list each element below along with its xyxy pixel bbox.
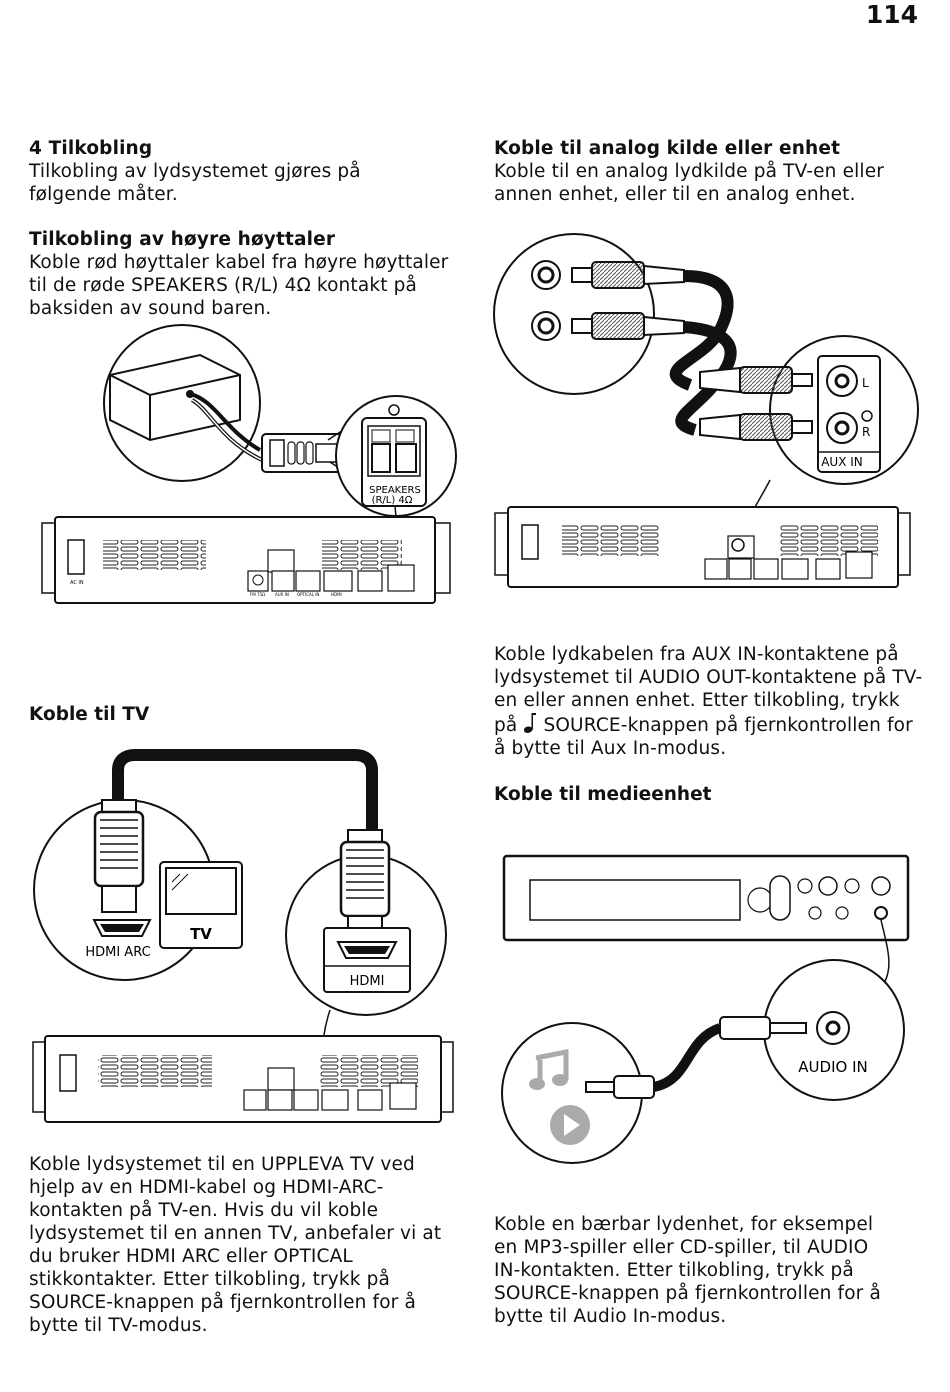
aux-in-label: AUX IN xyxy=(821,455,863,469)
analog-diagram: L R AUX IN xyxy=(493,233,919,546)
soundbar-back-1: AC IN FM 75Ω AUX IN OPTICAL IN HDMI xyxy=(41,516,451,604)
port-optical-label: OPTICAL IN xyxy=(297,592,319,597)
aux-text-b: SOURCE-knappen på fjernkontrollen for å … xyxy=(494,715,913,759)
aux-text-a: Koble lydkabelen fra AUX IN-kontaktene p… xyxy=(494,644,923,736)
port-fm-label: FM 75Ω xyxy=(250,592,265,597)
speakers-label: SPEAKERS xyxy=(369,485,421,496)
analog-block: Koble til analog kilde eller enhet Koble… xyxy=(494,137,914,206)
media-diagram: AUDIO IN xyxy=(501,854,910,1164)
aux-r-label: R xyxy=(862,425,870,439)
port-hdmi-label: HDMI xyxy=(331,592,342,597)
analog-title: Koble til analog kilde eller enhet xyxy=(494,138,841,159)
speaker-title: Tilkobling av høyre høyttaler xyxy=(29,229,336,250)
analog-intro: Koble til en analog lydkilde på TV-en el… xyxy=(494,161,884,205)
speaker-block: Tilkobling av høyre høyttaler Koble rød … xyxy=(29,228,469,320)
tv-text: Koble lydsystemet til en UPPLEVA TV ved … xyxy=(29,1154,442,1336)
tv-title: Koble til TV xyxy=(29,704,150,725)
media-text: Koble en bærbar lydenhet, for eksempel e… xyxy=(494,1214,881,1327)
soundbar-back-3 xyxy=(32,1035,454,1123)
section-title: 4 Tilkobling xyxy=(29,138,153,159)
speaker-text: Koble rød høyttaler kabel fra høyre høyt… xyxy=(29,252,449,319)
aux-text-block: Koble lydkabelen fra AUX IN-kontaktene p… xyxy=(494,643,924,760)
hdmi-label: HDMI xyxy=(350,974,385,989)
tv-label: TV xyxy=(190,925,212,943)
section-intro: Tilkobling av lydsystemet gjøres på følg… xyxy=(29,161,361,205)
page-number: 114 xyxy=(865,0,918,29)
ac-in-label: AC IN xyxy=(70,580,84,586)
soundbar-back-2 xyxy=(494,506,911,588)
hdmi-arc-label: HDMI ARC xyxy=(85,945,150,960)
speakers-sub-label: (R/L) 4Ω xyxy=(372,495,413,506)
port-aux-label: AUX IN xyxy=(275,592,289,597)
music-note-icon xyxy=(524,713,537,733)
speaker-diagram: SPEAKERS (R/L) 4Ω xyxy=(103,324,457,561)
media-title: Koble til medieenhet xyxy=(494,784,712,805)
aux-l-label: L xyxy=(862,376,869,390)
tv-diagram: HDMI ARC TV HDMI xyxy=(33,749,447,1101)
audio-in-label: AUDIO IN xyxy=(798,1058,867,1076)
section-intro-block: 4 Tilkobling Tilkobling av lydsystemet g… xyxy=(29,137,469,206)
